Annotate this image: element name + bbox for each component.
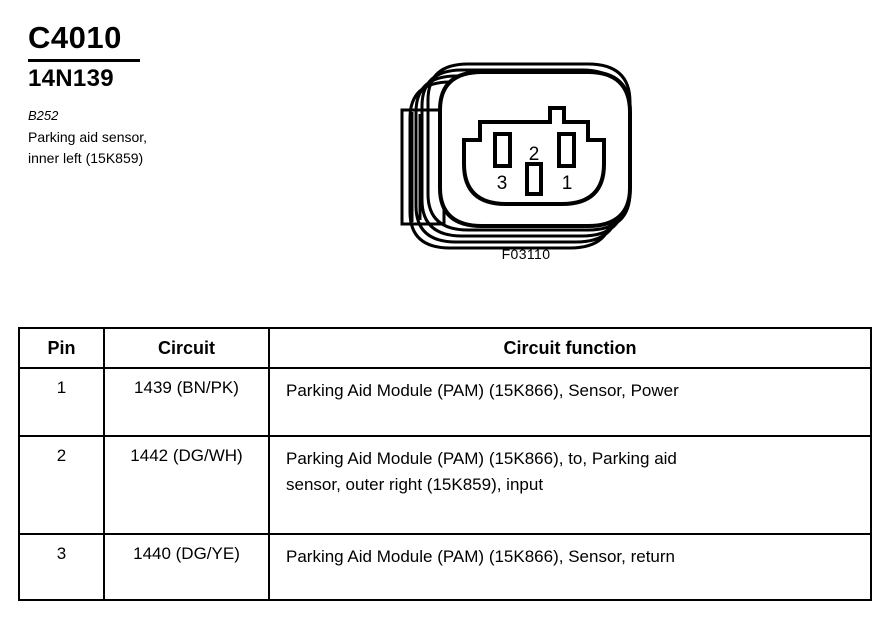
header-divider-rule [28, 58, 140, 62]
connector-description-line-1: Parking aid sensor, [28, 129, 148, 146]
function-line: sensor, outer right (15K859), input [286, 475, 544, 495]
cell-circuit: 1439 (BN/PK) [103, 367, 270, 437]
table-row: 1 1439 (BN/PK) Parking Aid Module (PAM) … [18, 367, 872, 437]
terminal-cavity-3 [493, 132, 512, 168]
table-header-row: Pin Circuit Circuit function [18, 327, 872, 369]
cell-pin: 3 [18, 533, 105, 601]
connector-illustration: 3 2 1 [392, 52, 660, 272]
pin-label-2: 2 [529, 144, 540, 165]
terminal-cavity-1 [557, 132, 576, 168]
pin-label-1: 1 [562, 173, 573, 194]
table-row: 2 1442 (DG/WH) Parking Aid Module (PAM) … [18, 435, 872, 535]
cell-function: Parking Aid Module (PAM) (15K866), Senso… [268, 367, 872, 437]
cell-circuit: 1442 (DG/WH) [103, 435, 270, 535]
pin-assignment-table: Pin Circuit Circuit function 1 1439 (BN/… [18, 327, 872, 601]
cell-pin: 1 [18, 367, 105, 437]
connector-drawing: 3 2 1 [400, 62, 632, 250]
pin-label-3: 3 [497, 173, 508, 194]
table-row: 3 1440 (DG/YE) Parking Aid Module (PAM) … [18, 533, 872, 601]
cell-pin: 2 [18, 435, 105, 535]
connector-description-line-2: inner left (15K859) [28, 149, 144, 166]
connector-id: C4010 [28, 20, 122, 55]
column-header-function: Circuit function [268, 327, 872, 369]
connector-header-block: C4010 14N139 B252 Parking aid sensor, in… [28, 20, 258, 168]
function-line: Parking Aid Module (PAM) (15K866), to, P… [286, 449, 677, 468]
column-header-circuit: Circuit [103, 327, 270, 369]
function-line: Parking Aid Module (PAM) (15K866), Senso… [286, 547, 675, 566]
terminal-cavity-2 [525, 162, 543, 196]
part-number: 14N139 [28, 64, 114, 92]
cell-function: Parking Aid Module (PAM) (15K866), Senso… [268, 533, 872, 601]
cell-circuit: 1440 (DG/YE) [103, 533, 270, 601]
column-header-pin: Pin [18, 327, 105, 369]
grid-reference: B252 [28, 107, 59, 123]
cell-function: Parking Aid Module (PAM) (15K866), to, P… [268, 435, 872, 535]
figure-code-caption: F03110 [501, 246, 551, 262]
function-line: Parking Aid Module (PAM) (15K866), Senso… [286, 381, 679, 400]
